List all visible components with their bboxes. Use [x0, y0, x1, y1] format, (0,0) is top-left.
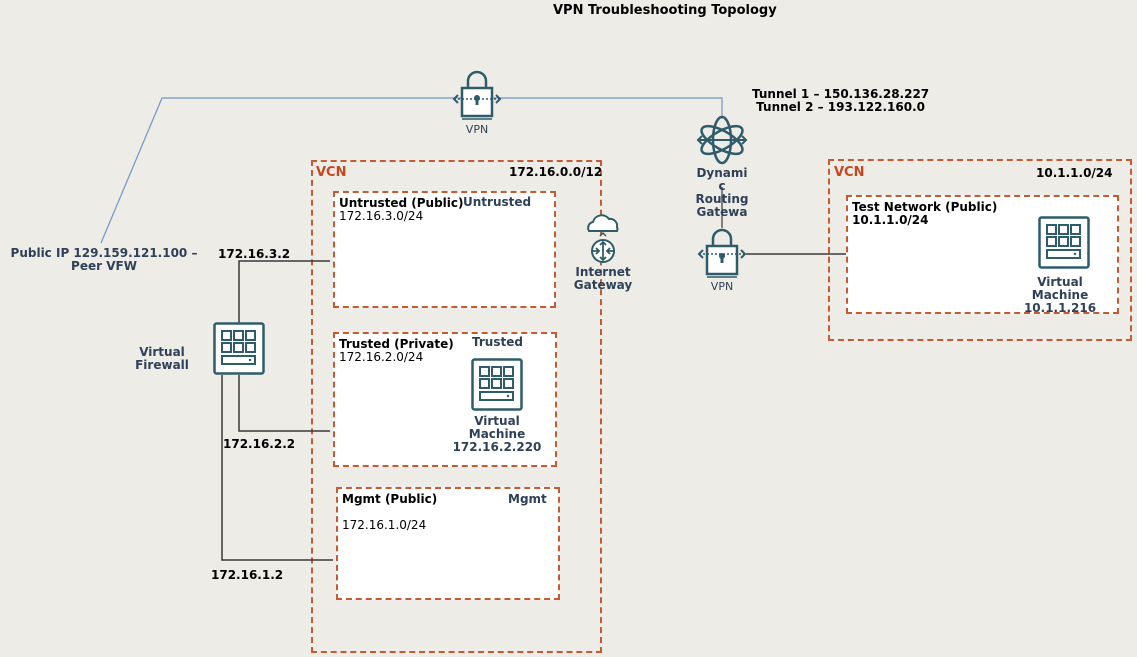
subnet-untrusted-name: Untrusted (Public) [339, 196, 464, 210]
subnet-trusted-tag: Trusted [472, 335, 523, 349]
virtual-machine-trusted-label: Virtual Machine 172.16.2.220 [447, 415, 547, 454]
virtual-firewall-label: Virtual Firewall [130, 346, 194, 372]
diagram-title: VPN Troubleshooting Topology [553, 3, 777, 18]
vcn-right-label: VCN [834, 165, 865, 180]
link-untrusted-line [238, 260, 330, 323]
drg-label-line1: Dynami [696, 166, 748, 180]
subnet-mgmt-name: Mgmt (Public) [342, 492, 438, 506]
vm-test-label-line1: Virtual [1037, 275, 1083, 289]
tunnel-labels: Tunnel 1 – 150.136.28.227 Tunnel 2 – 193… [752, 88, 929, 114]
vpn-lock-icon[interactable] [451, 68, 503, 120]
drg-label-line3: Routing [695, 192, 749, 206]
virtual-machine-test-label: Virtual Machine 10.1.1.216 [1014, 276, 1106, 315]
vcn-left-cidr: 172.16.0.0/12 [509, 165, 603, 179]
subnet-mgmt[interactable] [336, 487, 560, 600]
vm-trusted-ip: 172.16.2.220 [452, 440, 542, 454]
subnet-untrusted-cidr: 172.16.3.0/24 [339, 209, 424, 223]
vcn-right-boundary [828, 159, 1132, 341]
internet-gateway-icon[interactable] [585, 211, 621, 265]
vcn-right-cidr: 10.1.1.0/24 [1036, 166, 1113, 180]
subnet-mgmt-cidr: 172.16.1.0/24 [342, 518, 427, 532]
link-mgmt-line [221, 375, 333, 561]
subnet-mgmt-tag: Mgmt [508, 492, 547, 506]
virtual-firewall-label-line1: Virtual [139, 345, 185, 359]
subnet-trusted-cidr: 172.16.2.0/24 [339, 350, 424, 364]
vpn-lock-right-icon[interactable] [696, 226, 748, 278]
vm-test-label-line2: Machine [1031, 288, 1089, 302]
subnet-trusted-name: Trusted (Private) [339, 337, 454, 351]
vcn-left-boundary [311, 160, 602, 653]
vm-trusted-label-line1: Virtual [474, 414, 520, 428]
trusted-interface-ip: 172.16.2.2 [223, 437, 296, 451]
virtual-firewall-icon[interactable] [213, 322, 265, 375]
subnet-test-network-header: Test Network (Public) 10.1.1.0/24 [852, 201, 997, 227]
virtual-machine-trusted-icon[interactable] [471, 358, 523, 411]
subnet-test-network-cidr: 10.1.1.0/24 [852, 213, 929, 227]
peer-label: Public IP 129.159.121.100 – Peer VFW [6, 247, 202, 273]
drg-label-line2: c [718, 179, 726, 193]
dynamic-routing-gateway-icon[interactable] [695, 113, 749, 167]
untrusted-interface-ip: 172.16.3.2 [218, 247, 291, 261]
vpn-top-label: VPN [465, 123, 489, 136]
vm-test-ip: 10.1.1.216 [1023, 301, 1097, 315]
vm-trusted-label-line2: Machine [468, 427, 526, 441]
igw-label-line1: Internet [575, 265, 631, 279]
vpn-right-label: VPN [710, 280, 734, 293]
tunnel-link-line [100, 97, 723, 244]
peer-label-line2: Peer VFW [71, 259, 137, 273]
vcn-left-label: VCN [316, 165, 347, 180]
virtual-firewall-label-line2: Firewall [135, 358, 189, 372]
peer-label-line1: Public IP 129.159.121.100 – [10, 246, 198, 260]
virtual-machine-test-icon[interactable] [1038, 216, 1090, 269]
subnet-untrusted[interactable] [333, 191, 556, 308]
mgmt-interface-ip: 172.16.1.2 [211, 568, 284, 582]
subnet-test-network-name: Test Network (Public) [852, 200, 998, 214]
internet-gateway-label: Internet Gateway [571, 266, 635, 292]
tunnel-2-label: Tunnel 2 – 193.122.160.0 [756, 100, 925, 114]
drg-label-line4: Gatewa [696, 205, 748, 219]
subnet-untrusted-tag: Untrusted [463, 195, 532, 209]
link-trusted-line [238, 375, 330, 432]
dynamic-routing-gateway-label: Dynami c Routing Gatewa [688, 167, 756, 219]
tunnel-1-label: Tunnel 1 – 150.136.28.227 [752, 87, 930, 101]
igw-label-line2: Gateway [573, 278, 633, 292]
